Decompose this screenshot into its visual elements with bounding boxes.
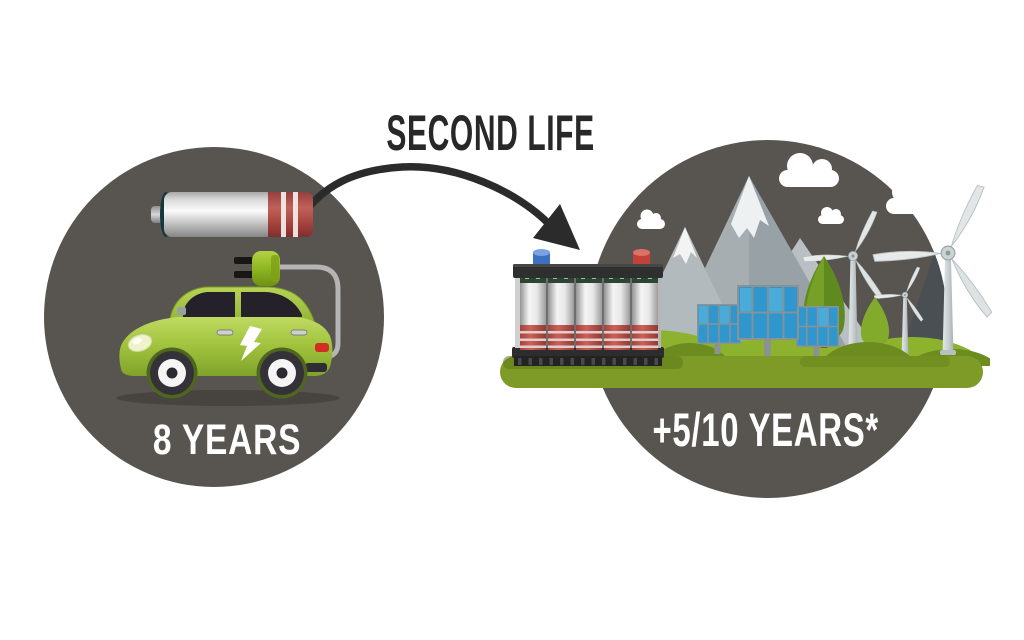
second-life-label: SECOND LIFE [341,105,641,161]
car-door-handle [290,329,308,336]
cloud-icon [779,153,839,187]
lightning-bolt-icon [240,326,262,361]
first-life-duration-text: 8 YEARS [152,415,302,464]
car-front-window [183,292,235,317]
car-door-handle [216,329,234,336]
cloud-icon [637,209,665,229]
solar-panel-icon [697,304,741,354]
second-life-duration-label: +5/10 YEARS* [616,402,916,456]
car-mirror [177,307,186,315]
car-taillight [315,343,329,352]
car-rear-window [241,292,302,317]
first-life-duration-label: 8 YEARS [77,415,377,464]
car-headlight [127,334,153,352]
ev-battery-icon [151,192,313,237]
snow-cap [673,227,697,264]
solar-panel-icon [737,285,799,357]
snow-cap [731,176,769,238]
battery-red-cap [268,192,313,237]
solar-panel-icon [796,306,839,356]
car-shadow [116,390,340,406]
cloud-icon [818,207,844,224]
wind-turbine-icon [872,183,994,355]
car-rear-bumper [305,363,327,372]
storage-battery-icon [512,249,664,366]
electric-car-icon [116,286,340,406]
car-wheel-rear [260,351,304,395]
storage-cells [520,275,658,350]
car-wheel-front [150,351,194,395]
mountain-dark [898,242,947,362]
second-life-label-text: SECOND LIFE [386,105,596,161]
second-life-circle [500,140,994,498]
battery-body [164,192,274,237]
charging-plug-icon [234,251,280,286]
arrow-head [533,204,580,250]
storage-treads [518,358,658,365]
second-life-duration-text: +5/10 YEARS* [652,402,880,456]
storage-tread-base [514,356,662,366]
storage-top-bar [513,264,663,278]
curved-arrow-icon [297,163,580,250]
cloud-icon [886,181,942,214]
